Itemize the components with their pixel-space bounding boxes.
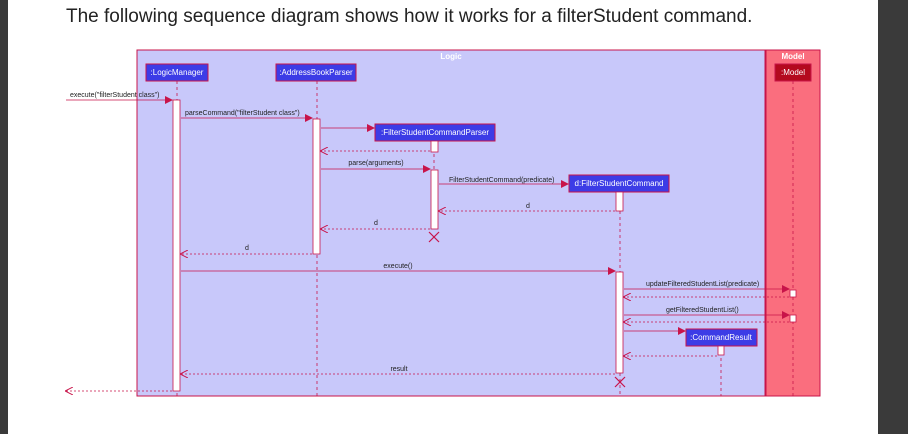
get-list-label: getFilteredStudentList() [666,307,739,314]
filter-command-activation-2 [615,271,624,374]
create-command-label: FilterStudentCommand(predicate) [449,177,554,184]
result-label: result [390,366,407,373]
parse-command-return-label: d [245,245,249,252]
filter-parser-activation-1 [430,140,439,153]
model-package-label: Model [781,52,804,61]
logic-package-label: Logic [440,52,462,61]
execute-label: execute() [383,263,412,270]
model-activation-1 [789,289,797,298]
logic-manager-label: :LogicManager [151,68,204,77]
filter-command-destroy-icon [614,376,626,388]
command-result-activation [717,345,725,356]
command-return-label: d [526,203,530,210]
filter-parser-activation-2 [430,169,439,230]
logic-manager-box [145,63,209,82]
model-label: :Model [781,68,805,77]
address-book-parser-box [275,63,357,82]
model-activation-2 [789,314,797,323]
logic-manager-activation [172,99,181,392]
filter-command-activation-1 [615,191,624,212]
filter-command-label: d:FilterStudentCommand [575,179,664,188]
page-heading: The following sequence diagram shows how… [66,6,753,27]
parse-arguments-label: parse(arguments) [348,160,403,167]
filter-parser-destroy-icon [428,231,440,243]
update-list-label: updateFilteredStudentList(predicate) [646,281,759,288]
filter-parser-label: :FilterStudentCommandParser [381,128,489,137]
execute-in-label: execute("filterStudent class") [70,92,159,99]
page-scrollbar[interactable] [878,0,908,434]
command-result-label: :CommandResult [690,333,753,342]
parse-return-label: d [374,220,378,227]
address-book-parser-label: :AddressBookParser [279,68,353,77]
page-left-border [0,0,8,434]
model-box [774,63,812,82]
parse-command-label: parseCommand("filterStudent class") [185,110,300,117]
logic-package [136,49,766,397]
address-book-parser-activation [312,118,321,255]
